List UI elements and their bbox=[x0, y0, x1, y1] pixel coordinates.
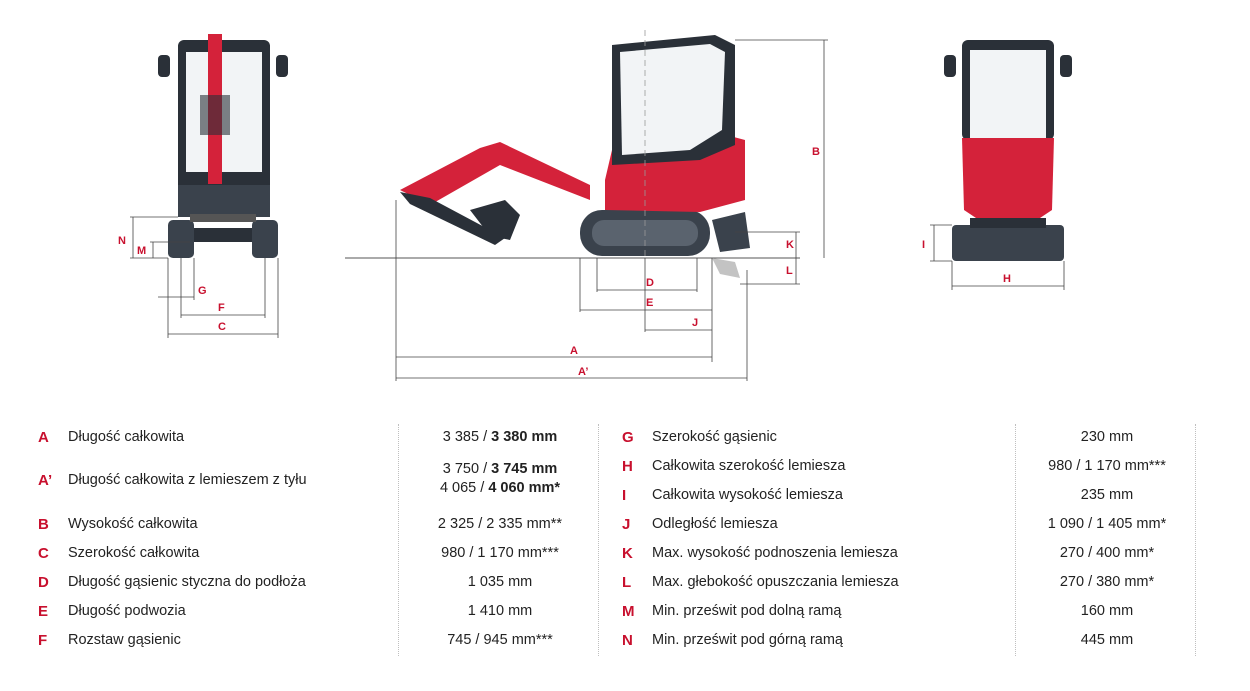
spec-value: 230 mm bbox=[1080, 429, 1134, 445]
dim-label-l: L bbox=[786, 265, 793, 277]
spec-letter: N bbox=[622, 631, 633, 649]
front-view-dimensions bbox=[130, 216, 279, 338]
spec-value: 745 / 945 mm*** bbox=[447, 632, 553, 648]
spec-label: Szerokość gąsienic bbox=[652, 429, 777, 445]
spec-letter: J bbox=[622, 515, 631, 533]
spec-row-a-prime: A’ Długość całkowita z lemieszem z tyłu … bbox=[38, 458, 598, 502]
spec-letter: F bbox=[38, 631, 48, 649]
spec-row-k: K Max. wysokość podnoszenia lemiesza 270… bbox=[622, 542, 1212, 564]
column-separator bbox=[398, 424, 399, 656]
dim-label-a-prime: A’ bbox=[578, 366, 588, 378]
spec-letter: C bbox=[38, 544, 49, 562]
dim-label-f: F bbox=[218, 302, 225, 314]
spec-label: Długość gąsienic styczna do podłoża bbox=[68, 574, 306, 590]
column-separator bbox=[598, 424, 599, 656]
spec-value: 270 / 380 mm* bbox=[1059, 574, 1155, 590]
spec-label: Min. prześwit pod górną ramą bbox=[652, 632, 843, 648]
spec-row-e: E Długość podwozia 1 410 mm bbox=[38, 600, 598, 622]
side-view bbox=[345, 35, 800, 278]
dim-label-m: M bbox=[137, 245, 146, 257]
spec-label: Szerokość całkowita bbox=[68, 545, 200, 561]
spec-label: Min. prześwit pod dolną ramą bbox=[652, 603, 842, 619]
spec-row-l: L Max. głebokość opuszczania lemiesza 27… bbox=[622, 571, 1212, 593]
spec-row-h: H Całkowita szerokość lemiesza 980 / 1 1… bbox=[622, 455, 1212, 477]
spec-value: 235 mm bbox=[1080, 487, 1134, 503]
dim-label-h: H bbox=[1003, 273, 1011, 285]
spec-row-d: D Długość gąsienic styczna do podłoża 1 … bbox=[38, 571, 598, 593]
spec-letter: M bbox=[622, 602, 635, 620]
spec-row-c: C Szerokość całkowita 980 / 1 170 mm*** bbox=[38, 542, 598, 564]
spec-value: 980 / 1 170 mm*** bbox=[441, 545, 559, 561]
spec-row-m: M Min. prześwit pod dolną ramą 160 mm bbox=[622, 600, 1212, 622]
spec-label: Max. głebokość opuszczania lemiesza bbox=[652, 574, 899, 590]
spec-letter: I bbox=[622, 486, 627, 504]
dim-label-d: D bbox=[646, 277, 654, 289]
spec-label: Długość całkowita z lemieszem z tyłu bbox=[68, 472, 307, 488]
dim-label-a: A bbox=[570, 345, 578, 357]
column-separator bbox=[1015, 424, 1016, 656]
spec-value: 160 mm bbox=[1080, 603, 1134, 619]
excavator-dimension-diagram: N M G F C B K L D E J A A’ I H bbox=[118, 30, 1072, 381]
spec-row-f: F Rozstaw gąsienic 745 / 945 mm*** bbox=[38, 629, 598, 651]
dim-label-n: N bbox=[118, 235, 126, 247]
spec-label: Długość całkowita bbox=[68, 429, 185, 445]
front-view bbox=[158, 34, 288, 258]
rear-view bbox=[944, 40, 1072, 261]
dim-label-b: B bbox=[812, 146, 820, 158]
dim-label-i: I bbox=[922, 239, 925, 251]
column-separator bbox=[1195, 424, 1196, 656]
spec-row-g: G Szerokość gąsienic 230 mm bbox=[622, 426, 1212, 448]
spec-value: 3 750 / 3 745 mm bbox=[442, 461, 558, 477]
spec-label: Rozstaw gąsienic bbox=[68, 632, 181, 648]
spec-letter: B bbox=[38, 515, 49, 533]
dim-label-j: J bbox=[692, 317, 698, 329]
spec-value-secondary: 4 065 / 4 060 mm* bbox=[439, 480, 561, 496]
spec-label: Max. wysokość podnoszenia lemiesza bbox=[652, 545, 898, 561]
spec-letter: E bbox=[38, 602, 49, 620]
spec-label: Wysokość całkowita bbox=[68, 516, 198, 532]
spec-value: 2 325 / 2 335 mm** bbox=[437, 516, 563, 532]
spec-label: Całkowita szerokość lemiesza bbox=[652, 458, 846, 474]
dim-label-e: E bbox=[646, 297, 653, 309]
rear-view-dimensions bbox=[930, 224, 1065, 290]
dim-label-c: C bbox=[218, 321, 226, 333]
spec-letter: L bbox=[622, 573, 632, 591]
spec-letter: K bbox=[622, 544, 633, 562]
spec-value: 3 385 / 3 380 mm bbox=[442, 429, 558, 445]
spec-letter: H bbox=[622, 457, 633, 475]
spec-letter: G bbox=[622, 428, 634, 446]
spec-value: 270 / 400 mm* bbox=[1059, 545, 1155, 561]
spec-letter: A’ bbox=[38, 471, 53, 489]
spec-row-n: N Min. prześwit pod górną ramą 445 mm bbox=[622, 629, 1212, 651]
spec-label: Odległość lemiesza bbox=[652, 516, 778, 532]
dim-label-g: G bbox=[198, 285, 207, 297]
spec-row-i: I Całkowita wysokość lemiesza 235 mm bbox=[622, 484, 1212, 506]
spec-value: 445 mm bbox=[1080, 632, 1134, 648]
spec-value: 1 035 mm bbox=[467, 574, 533, 590]
spec-label: Długość podwozia bbox=[68, 603, 186, 619]
dim-label-k: K bbox=[786, 239, 794, 251]
spec-value: 980 / 1 170 mm*** bbox=[1048, 458, 1166, 474]
spec-letter: A bbox=[38, 428, 49, 446]
spec-value: 1 410 mm bbox=[467, 603, 533, 619]
spec-row-j: J Odległość lemiesza 1 090 / 1 405 mm* bbox=[622, 513, 1212, 535]
spec-value: 1 090 / 1 405 mm* bbox=[1047, 516, 1167, 532]
spec-label: Całkowita wysokość lemiesza bbox=[652, 487, 843, 503]
spec-letter: D bbox=[38, 573, 49, 591]
side-view-dimensions bbox=[395, 30, 828, 381]
spec-row-b: B Wysokość całkowita 2 325 / 2 335 mm** bbox=[38, 513, 598, 535]
spec-row-a: A Długość całkowita 3 385 / 3 380 mm bbox=[38, 426, 598, 448]
